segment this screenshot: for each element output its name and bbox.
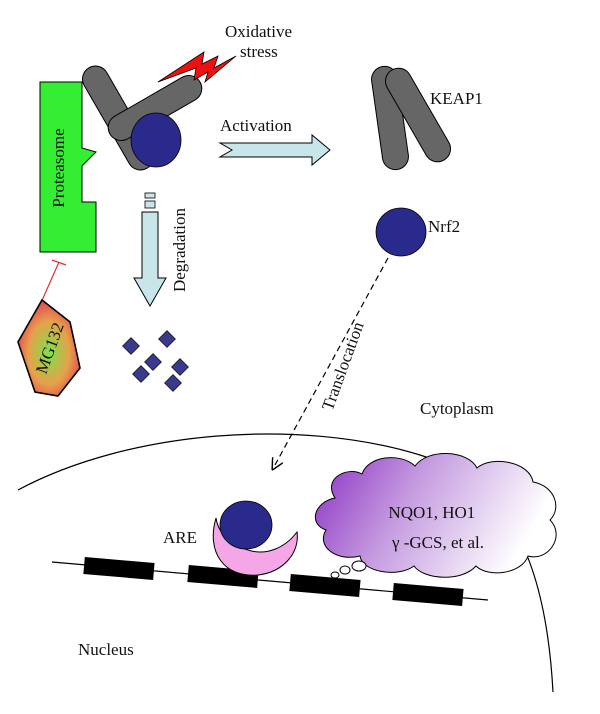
proteasome: Proteasome: [39, 81, 97, 253]
thought-bubble-large: [351, 560, 367, 572]
gene-products-label: NQO1, HO1 γ -GCS, et al.: [388, 503, 484, 552]
nrf2-nuclear: [219, 500, 273, 550]
degradation-label: Degradation: [170, 207, 189, 292]
keap1-free: [371, 65, 451, 171]
dna-segment: [83, 557, 155, 580]
cytoplasm-label: Cytoplasm: [420, 399, 494, 418]
inhibition-bar: [51, 259, 67, 266]
nuclear-envelope: [17, 433, 554, 693]
nrf2-label: Nrf2: [428, 217, 460, 236]
nucleus-label: Nucleus: [78, 640, 134, 659]
proteasome-label: Proteasome: [49, 128, 68, 207]
thought-bubble-medium: [339, 565, 351, 575]
dna-segment: [289, 574, 361, 597]
fragment: [158, 330, 176, 348]
mg132-inhibitor: MG132: [17, 298, 81, 397]
nrf2-free: [375, 207, 427, 257]
oxidative-stress-label: Oxidative stress: [225, 22, 296, 61]
oxidative-stress-lightning: [157, 51, 237, 84]
peptide-fragments: [122, 330, 189, 392]
activation-label: Activation: [220, 116, 292, 135]
nrf2-bound: [130, 112, 182, 168]
are-label: ARE: [163, 528, 197, 547]
fragment: [171, 358, 189, 376]
gene-products-cloud: NQO1, HO1 γ -GCS, et al.: [314, 453, 557, 578]
thought-bubble-small: [330, 571, 340, 579]
translocation-arrow: [275, 257, 389, 465]
activation-arrow: [218, 133, 331, 167]
fragment: [144, 353, 162, 371]
fragment: [164, 374, 182, 392]
keap1-label: KEAP1: [430, 89, 483, 108]
fragment: [122, 337, 140, 355]
fragment: [132, 365, 150, 383]
inhibition-line: [39, 261, 60, 306]
degradation-arrow: [133, 192, 167, 308]
dna-segment: [392, 583, 464, 606]
translocation-label: Translocation: [318, 319, 368, 413]
